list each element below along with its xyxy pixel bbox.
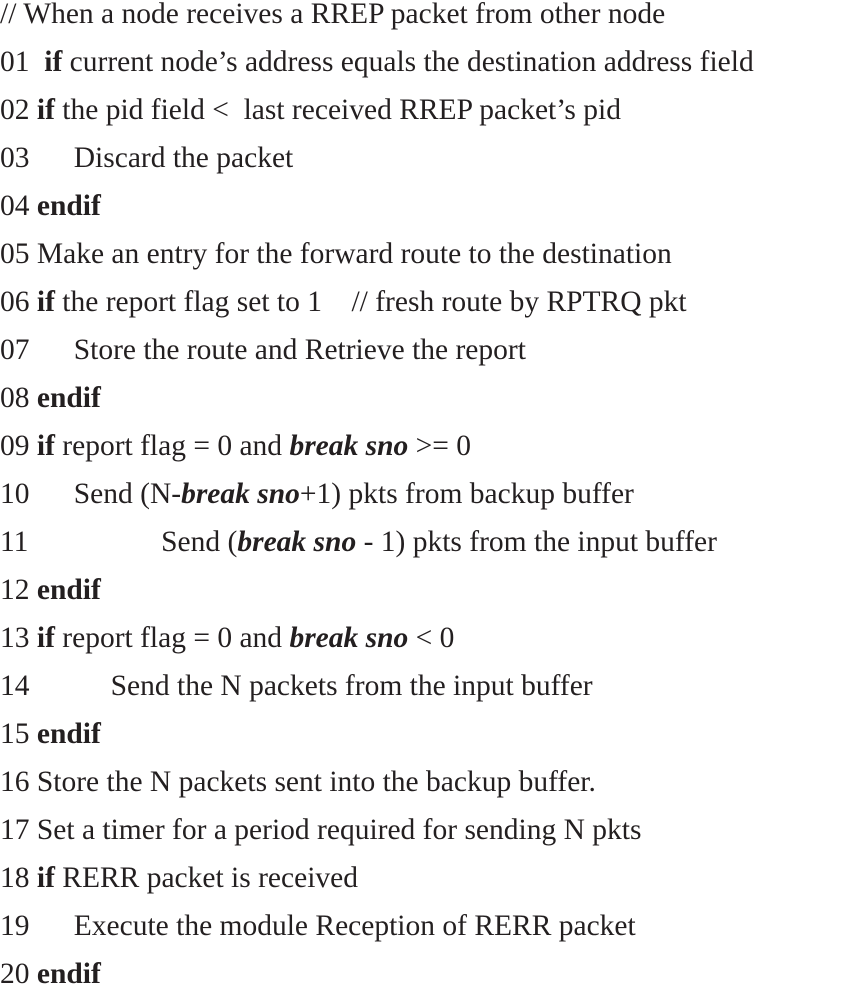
line-text: 03 Discard the packet xyxy=(0,142,294,174)
keyword: if xyxy=(36,286,55,318)
line-text: < 0 xyxy=(408,622,455,654)
algorithm-line: 19 Execute the module Reception of RERR … xyxy=(0,902,853,950)
keyword: if xyxy=(36,622,55,654)
algorithm-line: 13 if report flag = 0 and break sno < 0 xyxy=(0,614,853,662)
keyword: endif xyxy=(36,718,101,750)
algorithm-line: 15 endif xyxy=(0,710,853,758)
line-text: 10 Send (N- xyxy=(0,478,182,510)
algorithm-line: 16 Store the N packets sent into the bac… xyxy=(0,758,853,806)
line-text: - 1) pkts from the input buffer xyxy=(356,526,717,558)
line-text: 19 Execute the module Reception of RERR … xyxy=(0,910,636,942)
line-text: report flag = 0 and xyxy=(54,622,290,654)
line-text: 02 xyxy=(0,94,37,126)
line-text: current node’s address equals the destin… xyxy=(62,46,754,78)
line-text: 09 xyxy=(0,430,37,462)
line-text: 11 Send ( xyxy=(0,526,238,558)
line-text: 15 xyxy=(0,718,37,750)
algorithm-line: 10 Send (N-break sno+1) pkts from backup… xyxy=(0,470,853,518)
keyword: if xyxy=(44,46,63,78)
algorithm-line: 07 Store the route and Retrieve the repo… xyxy=(0,326,853,374)
line-text: 18 xyxy=(0,862,37,894)
line-text: 08 xyxy=(0,382,37,414)
algorithm-line: 14 Send the N packets from the input buf… xyxy=(0,662,853,710)
line-text: the pid field < last received RREP packe… xyxy=(54,94,621,126)
line-text: 05 Make an entry for the forward route t… xyxy=(0,238,672,270)
line-text: RERR packet is received xyxy=(54,862,359,894)
algorithm-line: 09 if report flag = 0 and break sno >= 0 xyxy=(0,422,853,470)
algorithm-line: 17 Set a timer for a period required for… xyxy=(0,806,853,854)
algorithm-line: 05 Make an entry for the forward route t… xyxy=(0,230,853,278)
keyword: endif xyxy=(36,382,101,414)
keyword: if xyxy=(36,430,55,462)
line-text: 07 Store the route and Retrieve the repo… xyxy=(0,334,526,366)
algorithm-line: 18 if RERR packet is received xyxy=(0,854,853,902)
line-text: >= 0 xyxy=(408,430,472,462)
algorithm-line: 08 endif xyxy=(0,374,853,422)
line-text: 04 xyxy=(0,190,37,222)
keyword: endif xyxy=(36,574,101,606)
algorithm-line: 11 Send (break sno - 1) pkts from the in… xyxy=(0,518,853,566)
variable-name: break sno xyxy=(237,526,357,558)
keyword: if xyxy=(36,94,55,126)
line-text: 06 xyxy=(0,286,37,318)
line-text: 14 Send the N packets from the input buf… xyxy=(0,670,593,702)
line-text: 13 xyxy=(0,622,37,654)
keyword: endif xyxy=(36,958,101,990)
line-text: report flag = 0 and xyxy=(54,430,290,462)
line-text: 16 Store the N packets sent into the bac… xyxy=(0,766,596,798)
keyword: endif xyxy=(36,190,101,222)
keyword: if xyxy=(36,862,55,894)
algorithm-line: 06 if the report flag set to 1 // fresh … xyxy=(0,278,853,326)
line-text: the report flag set to 1 // fresh route … xyxy=(54,286,687,318)
line-text: 17 Set a timer for a period required for… xyxy=(0,814,642,846)
variable-name: break sno xyxy=(289,622,409,654)
algorithm-comment: // When a node receives a RREP packet fr… xyxy=(0,0,666,30)
algorithm-line: 01 if current node’s address equals the … xyxy=(0,38,853,86)
line-text: +1) pkts from backup buffer xyxy=(299,478,634,510)
algorithm-line: 04 endif xyxy=(0,182,853,230)
algorithm-line: 03 Discard the packet xyxy=(0,134,853,182)
line-text: 12 xyxy=(0,574,37,606)
algorithm-line: 02 if the pid field < last received RREP… xyxy=(0,86,853,134)
algorithm-line: 20 endif xyxy=(0,950,853,998)
variable-name: break sno xyxy=(181,478,300,510)
algorithm-line: 12 endif xyxy=(0,566,853,614)
line-text: 20 xyxy=(0,958,37,990)
variable-name: break sno xyxy=(289,430,409,462)
line-text: 01 xyxy=(0,46,45,78)
